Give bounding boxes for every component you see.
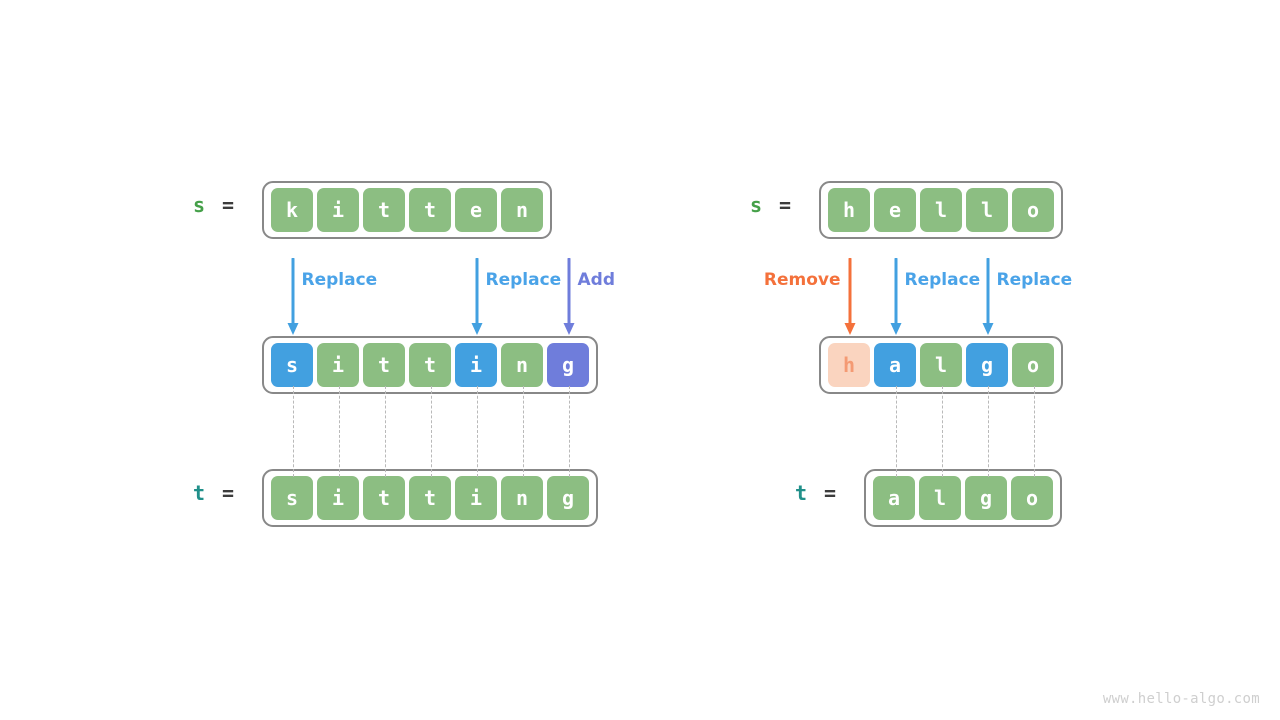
- connector-left-2: [384, 386, 386, 477]
- cell-l: l: [920, 343, 962, 387]
- op-arrow-replace-left-1: [471, 258, 482, 335]
- var-name-t: t: [795, 481, 808, 505]
- op-label-add-left-2: Add: [577, 270, 616, 291]
- op-arrow-replace-right-2: [982, 258, 993, 335]
- connector-left-4: [476, 386, 478, 477]
- cell-i: i: [317, 476, 359, 520]
- cell-n: n: [501, 476, 543, 520]
- var-name-s: s: [750, 193, 763, 217]
- op-arrow-add-left-2: [563, 258, 574, 335]
- op-arrow-replace-left-0: [287, 258, 298, 335]
- cell-e: e: [874, 188, 916, 232]
- cell-t: t: [409, 343, 451, 387]
- connector-left-6: [568, 386, 570, 477]
- cell-t: t: [409, 476, 451, 520]
- var-name-t: t: [193, 481, 206, 505]
- op-label-remove-right-0: Remove: [763, 270, 841, 291]
- target-var-label-right: t=: [795, 481, 836, 505]
- connector-left-1: [338, 386, 340, 477]
- connector-left-0: [292, 386, 294, 477]
- op-label-replace-left-1: Replace: [485, 270, 562, 291]
- cell-i: i: [317, 188, 359, 232]
- op-label-replace-right-2: Replace: [996, 270, 1073, 291]
- connector-right-0: [895, 386, 897, 477]
- cell-h: h: [828, 188, 870, 232]
- cell-l: l: [920, 188, 962, 232]
- cell-o: o: [1012, 343, 1054, 387]
- cell-i: i: [455, 343, 497, 387]
- cell-t: t: [409, 188, 451, 232]
- target-var-label-left: t=: [193, 481, 234, 505]
- cell-a: a: [873, 476, 915, 520]
- cell-i: i: [455, 476, 497, 520]
- equals-sign: =: [222, 481, 235, 505]
- cell-g: g: [966, 343, 1008, 387]
- equals-sign: =: [779, 193, 792, 217]
- connector-right-3: [1033, 386, 1035, 477]
- cell-t: t: [363, 343, 405, 387]
- cell-a: a: [874, 343, 916, 387]
- cell-s: s: [271, 343, 313, 387]
- equals-sign: =: [222, 193, 235, 217]
- op-label-replace-right-1: Replace: [904, 270, 981, 291]
- cell-k: k: [271, 188, 313, 232]
- cell-i: i: [317, 343, 359, 387]
- cell-h: h: [828, 343, 870, 387]
- cell-t: t: [363, 188, 405, 232]
- var-name-s: s: [193, 193, 206, 217]
- watermark: www.hello-algo.com: [1102, 691, 1260, 707]
- cell-l: l: [919, 476, 961, 520]
- equals-sign: =: [824, 481, 837, 505]
- cell-n: n: [501, 188, 543, 232]
- cell-o: o: [1012, 188, 1054, 232]
- cell-t: t: [363, 476, 405, 520]
- cell-n: n: [501, 343, 543, 387]
- cell-l: l: [966, 188, 1008, 232]
- cell-e: e: [455, 188, 497, 232]
- connector-left-3: [430, 386, 432, 477]
- cell-g: g: [965, 476, 1007, 520]
- connector-left-5: [522, 386, 524, 477]
- source-var-label-right: s=: [750, 193, 791, 217]
- cell-g: g: [547, 343, 589, 387]
- op-label-replace-left-0: Replace: [301, 270, 378, 291]
- op-arrow-remove-right-0: [844, 258, 855, 335]
- cell-s: s: [271, 476, 313, 520]
- cell-o: o: [1011, 476, 1053, 520]
- op-arrow-replace-right-1: [890, 258, 901, 335]
- cell-g: g: [547, 476, 589, 520]
- source-var-label-left: s=: [193, 193, 234, 217]
- connector-right-1: [941, 386, 943, 477]
- connector-right-2: [987, 386, 989, 477]
